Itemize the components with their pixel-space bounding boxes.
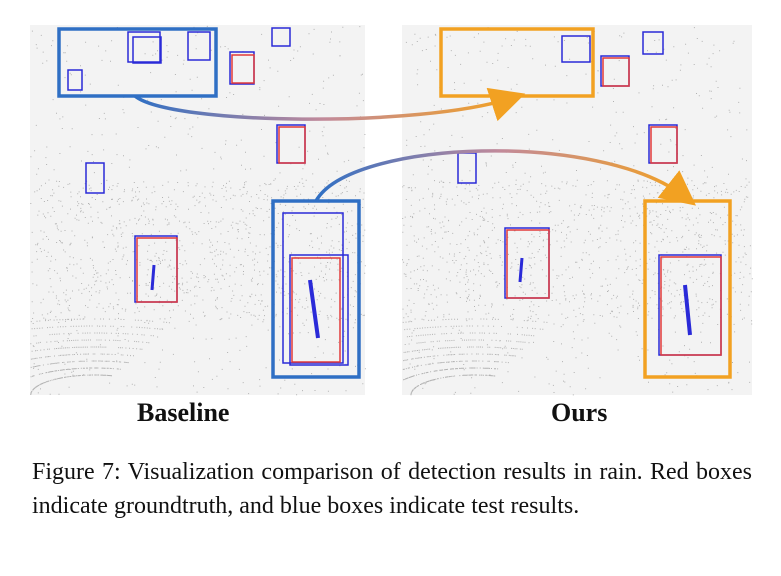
ours-panel: [402, 25, 753, 396]
figure-illustration: [30, 25, 753, 396]
baseline-point-cloud: [30, 25, 366, 396]
point-cloud-points: [30, 25, 366, 396]
baseline-detections: [67, 27, 349, 366]
arrow-right: [314, 149, 697, 206]
baseline-label: Baseline: [137, 398, 230, 427]
baseline-panel: [30, 25, 366, 396]
ours-detections: [457, 31, 722, 356]
figure-caption: Figure 7: Visualization comparison of de…: [32, 459, 752, 519]
ours-label: Ours: [551, 398, 608, 427]
arrow-top: [133, 87, 526, 122]
